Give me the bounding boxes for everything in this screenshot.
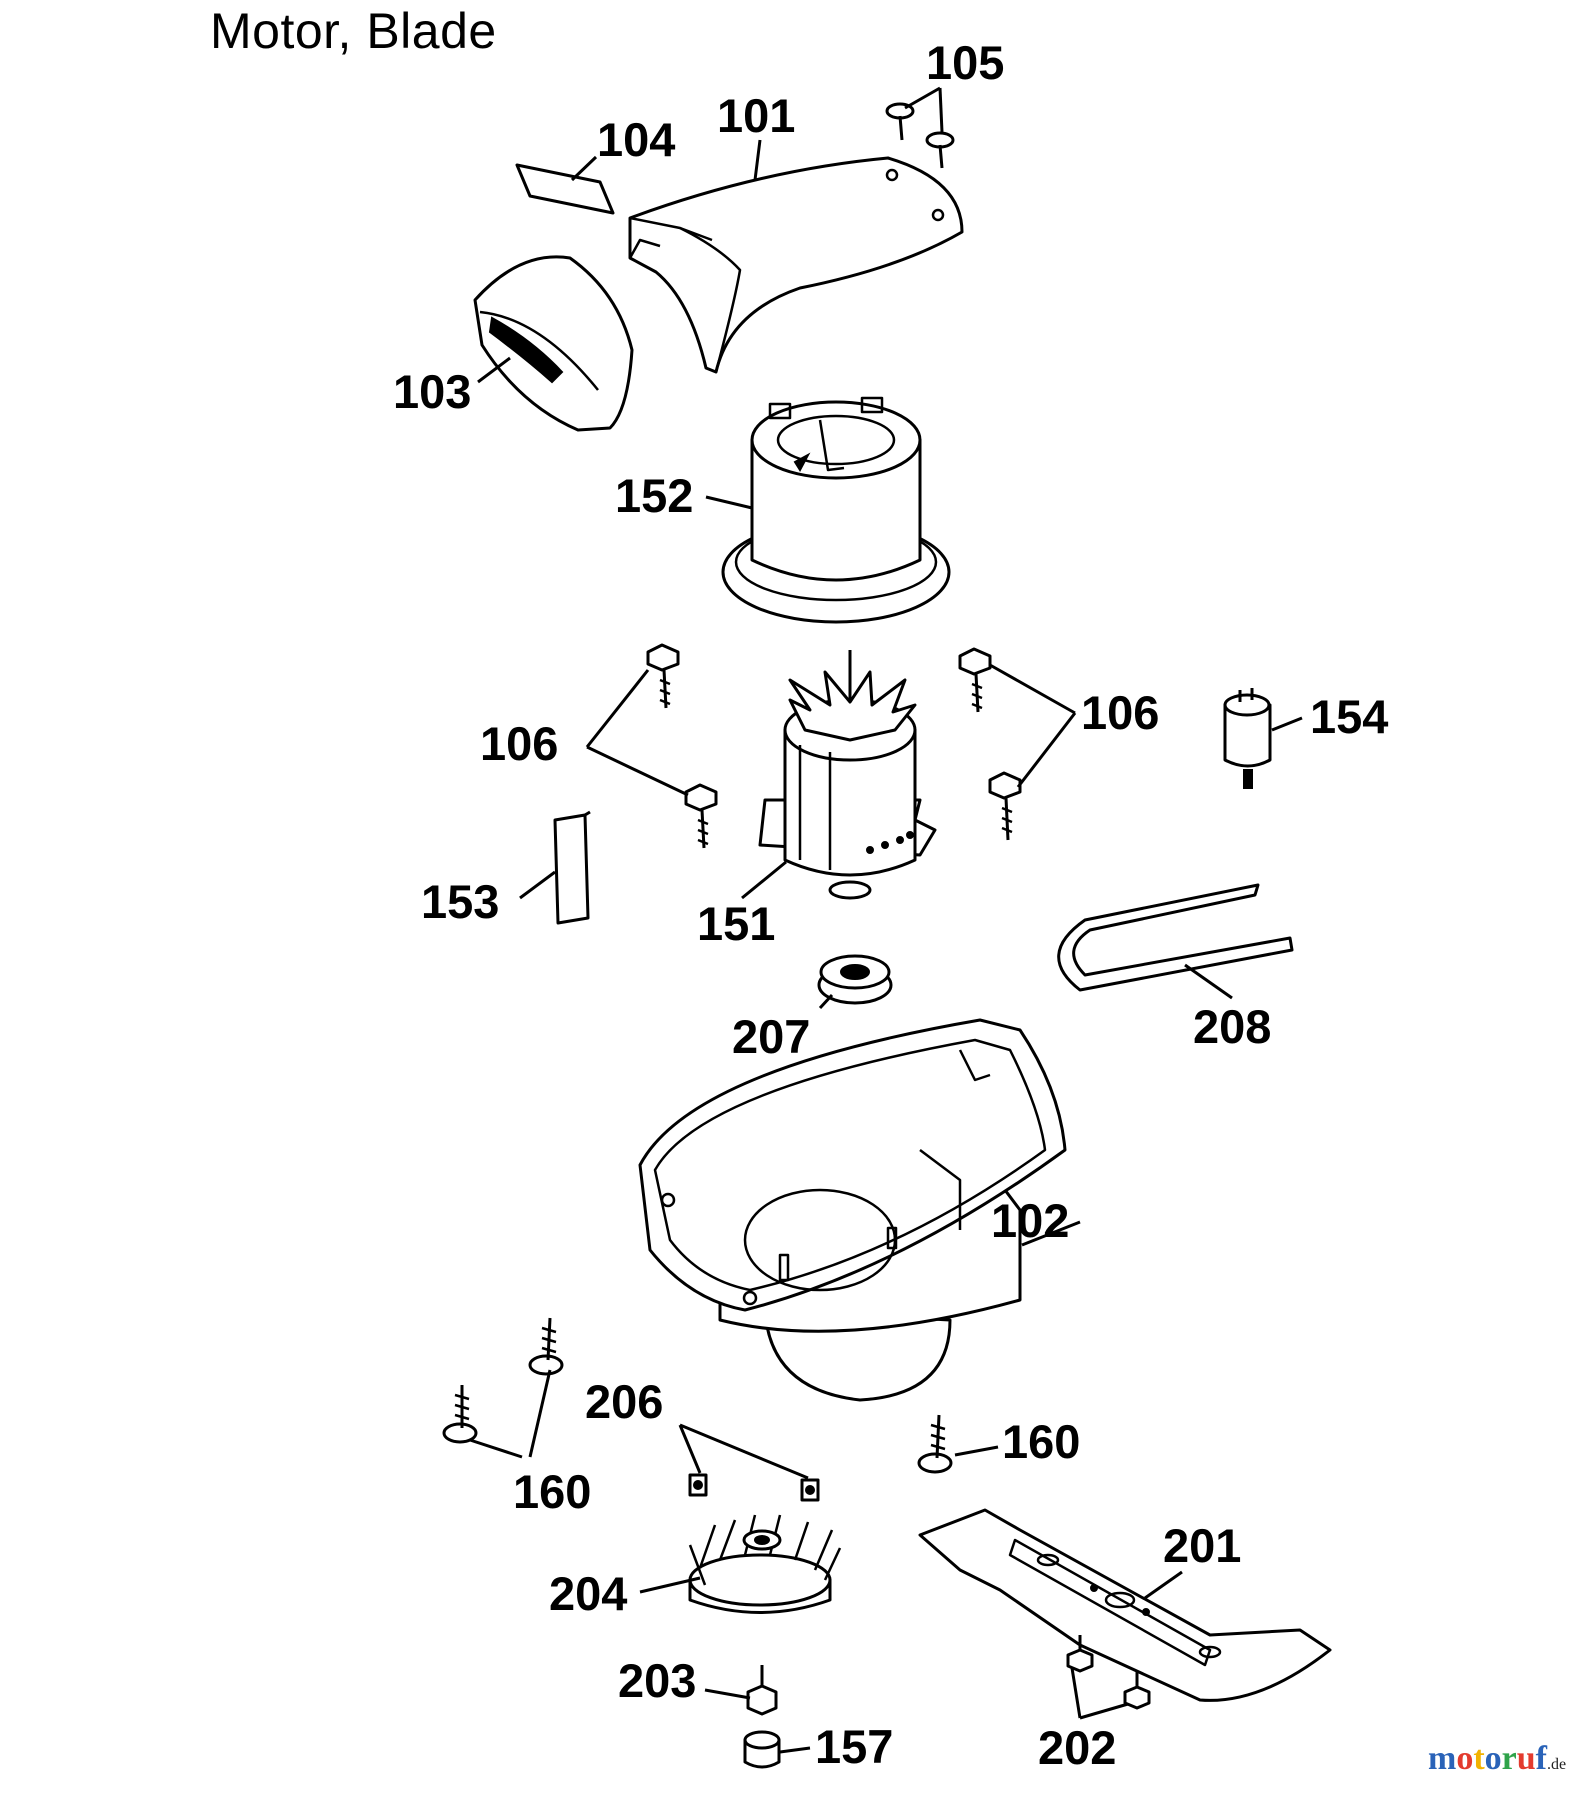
watermark-letter: o <box>1456 1740 1474 1777</box>
callout-160-left: 160 <box>513 1465 591 1518</box>
watermark-letter: r <box>1501 1740 1517 1777</box>
callout-151: 151 <box>697 897 775 950</box>
callout-105: 105 <box>926 36 1004 89</box>
part-208-belt <box>1057 883 1294 992</box>
callout-160-right: 160 <box>1002 1415 1080 1468</box>
callout-106-left: 106 <box>480 717 558 770</box>
watermark-letter: t <box>1473 1740 1485 1777</box>
callout-202: 202 <box>1038 1721 1116 1774</box>
part-106-bolts <box>646 643 1022 849</box>
callout-labels: 101 102 103 104 105 106 106 151 152 153 … <box>393 36 1388 1774</box>
part-154-capacitor <box>1223 688 1272 789</box>
callout-206: 206 <box>585 1375 663 1428</box>
callout-152: 152 <box>615 469 693 522</box>
part-101-cover <box>628 156 964 374</box>
part-152-fan-housing <box>721 396 951 624</box>
watermark-logo: motoruf.de <box>1428 1740 1566 1778</box>
callout-101: 101 <box>717 89 795 142</box>
watermark-suffix: .de <box>1547 1756 1567 1773</box>
watermark-letter: o <box>1484 1740 1502 1777</box>
watermark-letter: f <box>1535 1740 1547 1777</box>
leader-lines <box>469 86 1303 1754</box>
part-102-housing <box>638 1018 1067 1402</box>
callout-106-right: 106 <box>1081 686 1159 739</box>
part-201-blade <box>918 1508 1332 1702</box>
part-104-label <box>515 163 615 215</box>
part-153-strip <box>553 810 591 925</box>
callout-154: 154 <box>1310 690 1388 743</box>
callout-103: 103 <box>393 365 471 418</box>
diagram-title: Motor, Blade <box>210 3 497 59</box>
callout-208: 208 <box>1193 1000 1271 1053</box>
part-204-impeller <box>688 1514 842 1614</box>
callout-102: 102 <box>991 1194 1069 1247</box>
part-105-screws <box>885 102 955 169</box>
part-202-bolts <box>1066 1635 1151 1710</box>
watermark-letter: m <box>1428 1740 1457 1777</box>
callout-153: 153 <box>421 875 499 928</box>
callout-204: 204 <box>549 1567 627 1620</box>
part-103-front-cap <box>473 255 634 432</box>
callout-203: 203 <box>618 1654 696 1707</box>
part-203-bolt <box>746 1665 778 1716</box>
part-157-nut <box>743 1730 781 1769</box>
callout-201: 201 <box>1163 1519 1241 1572</box>
callout-207: 207 <box>732 1010 810 1063</box>
part-207-bushing <box>817 954 893 1005</box>
part-206-clips <box>688 1473 820 1502</box>
callout-104: 104 <box>597 113 675 166</box>
part-151-motor <box>758 650 937 900</box>
watermark-letter: u <box>1516 1740 1536 1777</box>
part-160-screws <box>442 1317 953 1474</box>
callout-157: 157 <box>815 1720 893 1773</box>
